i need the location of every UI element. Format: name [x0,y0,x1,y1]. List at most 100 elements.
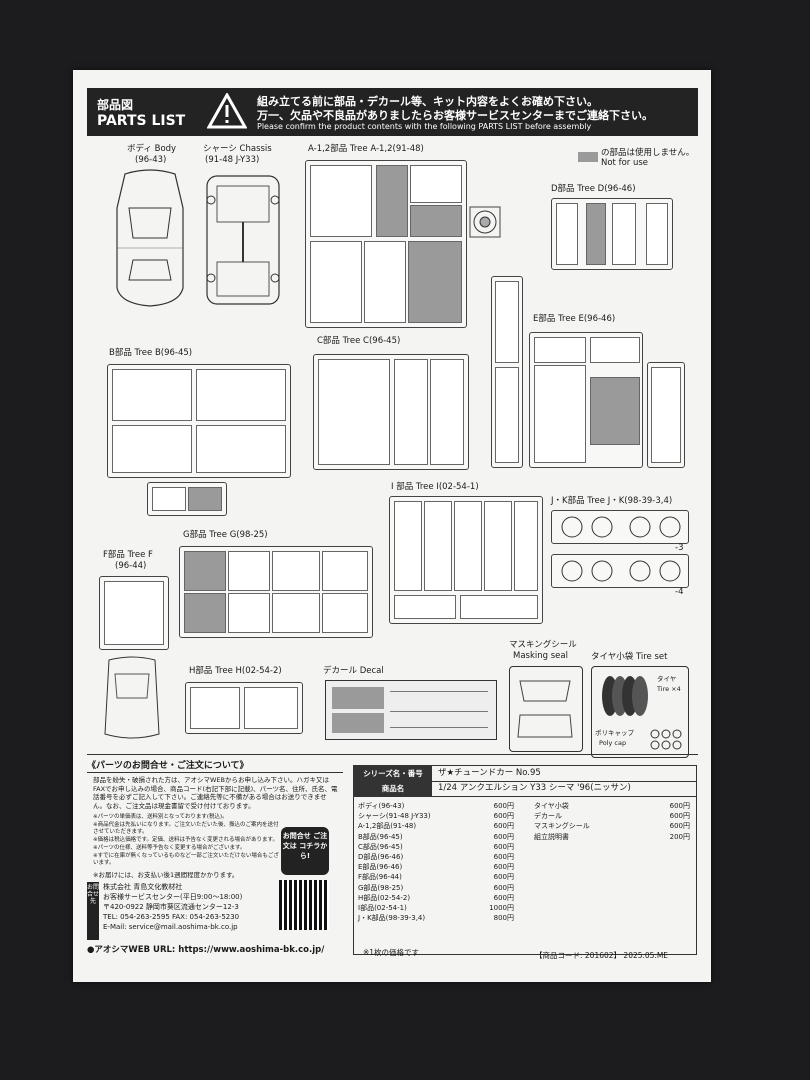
instruction-sheet: 部品図 PARTS LIST 組み立てる前に部品・デカール等、キット内容をよくお… [73,70,711,982]
legend-en: Not for use [601,158,649,168]
tree-f-label: F部品 Tree F [103,550,153,560]
delivery-note: ※お届けには、お支払い後1週間程度かかります。 [93,871,239,879]
tree-i-sprue [389,496,543,624]
body-code: (96-43) [135,155,167,165]
price-row-name: シャーシ(91-48 J-Y33) [358,812,431,821]
tree-k-suffix: -4 [675,587,684,597]
tree-e-part [651,367,681,463]
tree-g-part [228,593,270,633]
tree-b-small-sprue [147,482,227,516]
price-row: E部品(96-46) 600円 [358,863,514,871]
tree-i-part [394,501,422,591]
section-divider [87,754,698,755]
tree-i-part [424,501,452,591]
tree-d-part [556,203,578,265]
tree-a-sprue [305,160,467,328]
tire-icon [602,676,648,716]
price-table: シリーズ名・番号 ザ★チューンドカー No.95 商品名 1/24 アンクエルシ… [353,765,697,955]
tree-b-label: B部品 Tree B(96-45) [109,348,193,358]
email[interactable]: E-Mail: service@mail.aoshima-bk.co.jp [103,923,238,931]
tree-i-part [514,501,538,591]
price-row-name: E部品(96-46) [358,863,403,872]
tree-j-sprue [551,510,689,544]
tree-i-part [454,501,482,591]
price-row: D部品(96-46)600円 [358,853,514,861]
price-row-price: 600円 [493,842,514,851]
price-row-name: F部品(96-44) [358,873,402,882]
price-row-name: C部品(96-45) [358,842,403,851]
tree-a-part [376,165,408,237]
tree-e-part [534,365,586,463]
tree-e-part [495,281,519,363]
tree-f-part [104,581,164,645]
masking-en: Masking seal [513,651,568,661]
price-row-price: 600円 [493,893,514,902]
masking-jp: マスキングシール [509,640,577,650]
price-row: J・K部品(98-39-3,4)800円 [358,914,514,922]
order-qr-code[interactable] [279,880,329,930]
masking-sheet [509,666,583,752]
tree-a-wheel-part [469,206,501,238]
tree-e-part [590,377,640,445]
price-row-name: D部品(96-46) [358,853,404,861]
body-shell-drawing [116,169,184,307]
chassis-code: (91-48 J-Y33) [205,155,260,165]
warning-line-2: 万一、欠品や不良品がありましたらお客様サービスセンターまでご連絡下さい。 [257,109,653,122]
price-footnote: ※1枚の価格です [363,948,420,957]
web-url-link[interactable]: https://www.aoshima-bk.co.jp/ [178,945,325,955]
price-row-price: 600円 [493,863,514,872]
tree-b-part [188,487,222,511]
tree-b-part [152,487,186,511]
tree-h-label: H部品 Tree H(02-54-2) [189,666,282,676]
tree-d-label: D部品 Tree D(96-46) [551,184,636,194]
inquiry-body: 部品を紛失・破損された方は、アオシマWEBからお申し込み下さい。ハガキ又はFAX… [93,776,338,810]
tree-jk-label: J・K部品 Tree J・K(98-39-3,4) [551,496,673,506]
price-row-price: 800円 [493,914,514,923]
tree-g-part [272,551,320,591]
tree-g-part [228,551,270,591]
web-url-line: ●アオシマWEB URL: https://www.aoshima-bk.co.… [87,943,324,955]
order-bubble: お問合せ ご注文は コチラから! [281,827,329,875]
tree-a-part [410,205,462,237]
header-en-title: PARTS LIST [97,113,186,129]
decal-plate [332,713,384,733]
service-center: お客様サービスセンター(平日9:00〜18:00) [103,893,243,901]
web-url-label: ●アオシマWEB URL: [87,945,176,955]
warning-icon [207,93,247,129]
body-label: ボディ Body [127,144,177,154]
polycap-icon [650,729,682,750]
tree-a-label: A-1,2部品 Tree A-1,2(91-48) [308,144,424,154]
tree-b-part [112,369,192,421]
company-name: 株式会社 青島文化教材社 [103,883,183,891]
tree-f-code: (96-44) [115,561,147,571]
price-row-price: 1000円 [489,904,514,912]
tree-g-label: G部品 Tree G(98-25) [183,530,268,540]
tree-b-part [196,369,286,421]
polycap-jp: ポリキャップ [595,729,634,737]
warning-en: Please confirm the product contents with… [257,122,592,131]
tree-e-part [495,367,519,463]
tree-c-part [394,359,428,465]
tree-k-sprue [551,554,689,588]
tel-fax: TEL: 054-263-2595 FAX: 054-263-5230 [103,913,240,921]
tire-jp: タイヤ [657,675,677,683]
tire-set-bag [591,666,689,758]
price-row: B部品(96-45)600円 [358,833,514,841]
tree-i-part [394,595,456,619]
contact-badge: お問合せ先 [87,882,99,940]
contact-block: お問合せ先 株式会社 青島文化教材社 お客様サービスセンター(平日9:00〜18… [87,882,343,940]
tree-h-part [190,687,240,729]
price-row-price: 600円 [493,832,514,841]
inquiry-title: 《パーツのお問合せ・ご注文について》 [87,758,343,773]
tree-f-window-part [104,656,160,739]
price-row: G部品(98-25)600円 [358,884,514,892]
warning-line-1: 組み立てる前に部品・デカール等、キット内容をよくお確め下さい。 [257,95,598,108]
tree-b-sprue [107,364,291,478]
tree-h-part [244,687,298,729]
tree-i-label: I 部品 Tree I(02-54-1) [391,482,479,492]
price-row-name: I部品(02-54-1) [358,904,407,912]
tree-e-label: E部品 Tree E(96-46) [533,314,616,324]
tire-count: Tire ×4 [657,685,681,693]
tree-g-sprue [179,546,373,638]
